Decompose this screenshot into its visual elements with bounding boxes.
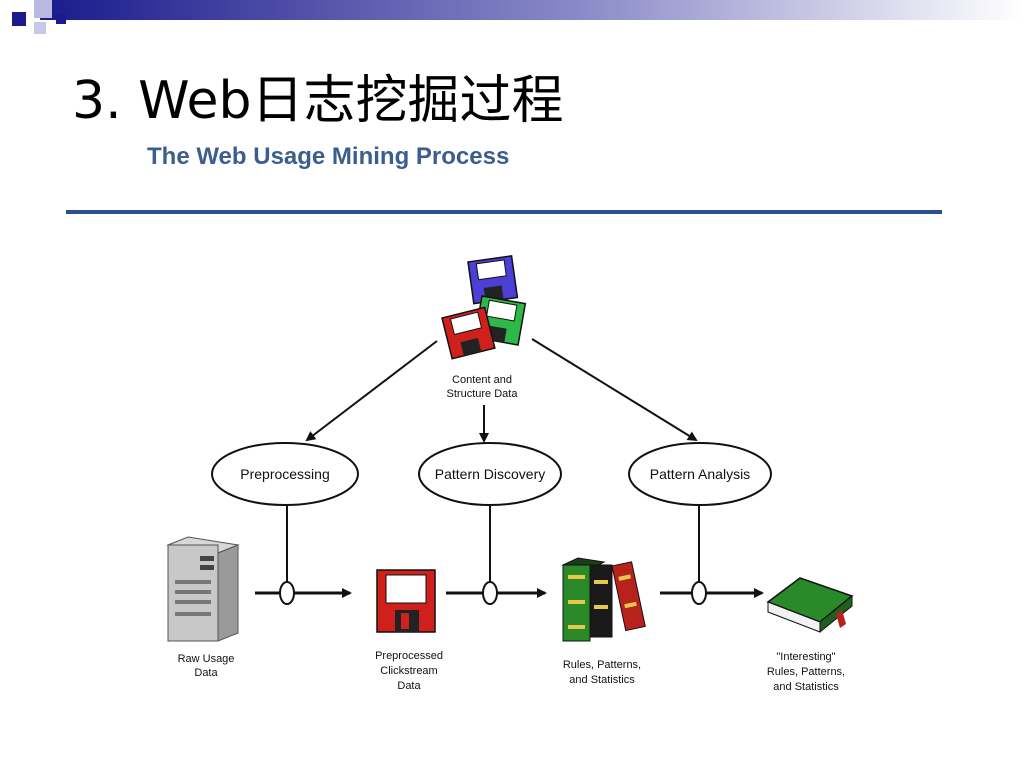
stage-preprocessing: Preprocessing (211, 442, 359, 506)
book-icon (766, 577, 854, 634)
flow-valve-3 (691, 581, 707, 605)
stage-pattern-discovery-label: Pattern Discovery (435, 466, 545, 482)
slide-title: 3. Web日志挖掘过程 (72, 71, 564, 131)
square-dark-2 (56, 14, 66, 24)
top-store-label-line1: Content and (452, 374, 512, 386)
square-dark-1 (12, 12, 26, 26)
arrow-to-pattern-analysis (531, 338, 698, 442)
item-interesting-line1: "Interesting" (776, 651, 835, 663)
stage-preprocessing-label: Preprocessing (240, 466, 330, 482)
item-rules-line1: Rules, Patterns, (563, 659, 641, 671)
item-raw-usage-line1: Raw Usage (178, 653, 235, 665)
figure-title: The Web Usage Mining Process (147, 143, 510, 170)
flow-valve-1 (279, 581, 295, 605)
stage-pattern-analysis: Pattern Analysis (628, 442, 772, 506)
item-raw-usage-line2: Data (194, 667, 218, 679)
top-store-label-line2: Structure Data (447, 388, 519, 400)
arrow-to-preprocessing (305, 340, 438, 442)
figure-divider (66, 210, 942, 214)
item-interesting-line2: Rules, Patterns, (767, 666, 845, 678)
server-icon (166, 536, 240, 642)
item-preprocessed-line3: Data (397, 680, 421, 692)
square-light-2 (34, 22, 46, 34)
stage-pattern-discovery: Pattern Discovery (418, 442, 562, 506)
flow-valve-2 (482, 581, 498, 605)
item-interesting-line3: and Statistics (773, 681, 839, 693)
item-preprocessed-line1: Preprocessed (375, 650, 443, 662)
item-rules-line2: and Statistics (569, 674, 635, 686)
square-light-1 (34, 0, 52, 18)
title-bar-decoration (12, 0, 1024, 34)
content-structure-data-icon (441, 255, 527, 360)
floppy-disk-icon (376, 569, 436, 633)
books-icon (561, 557, 646, 642)
stage-pattern-analysis-label: Pattern Analysis (650, 466, 750, 482)
item-preprocessed-line2: Clickstream (380, 665, 437, 677)
